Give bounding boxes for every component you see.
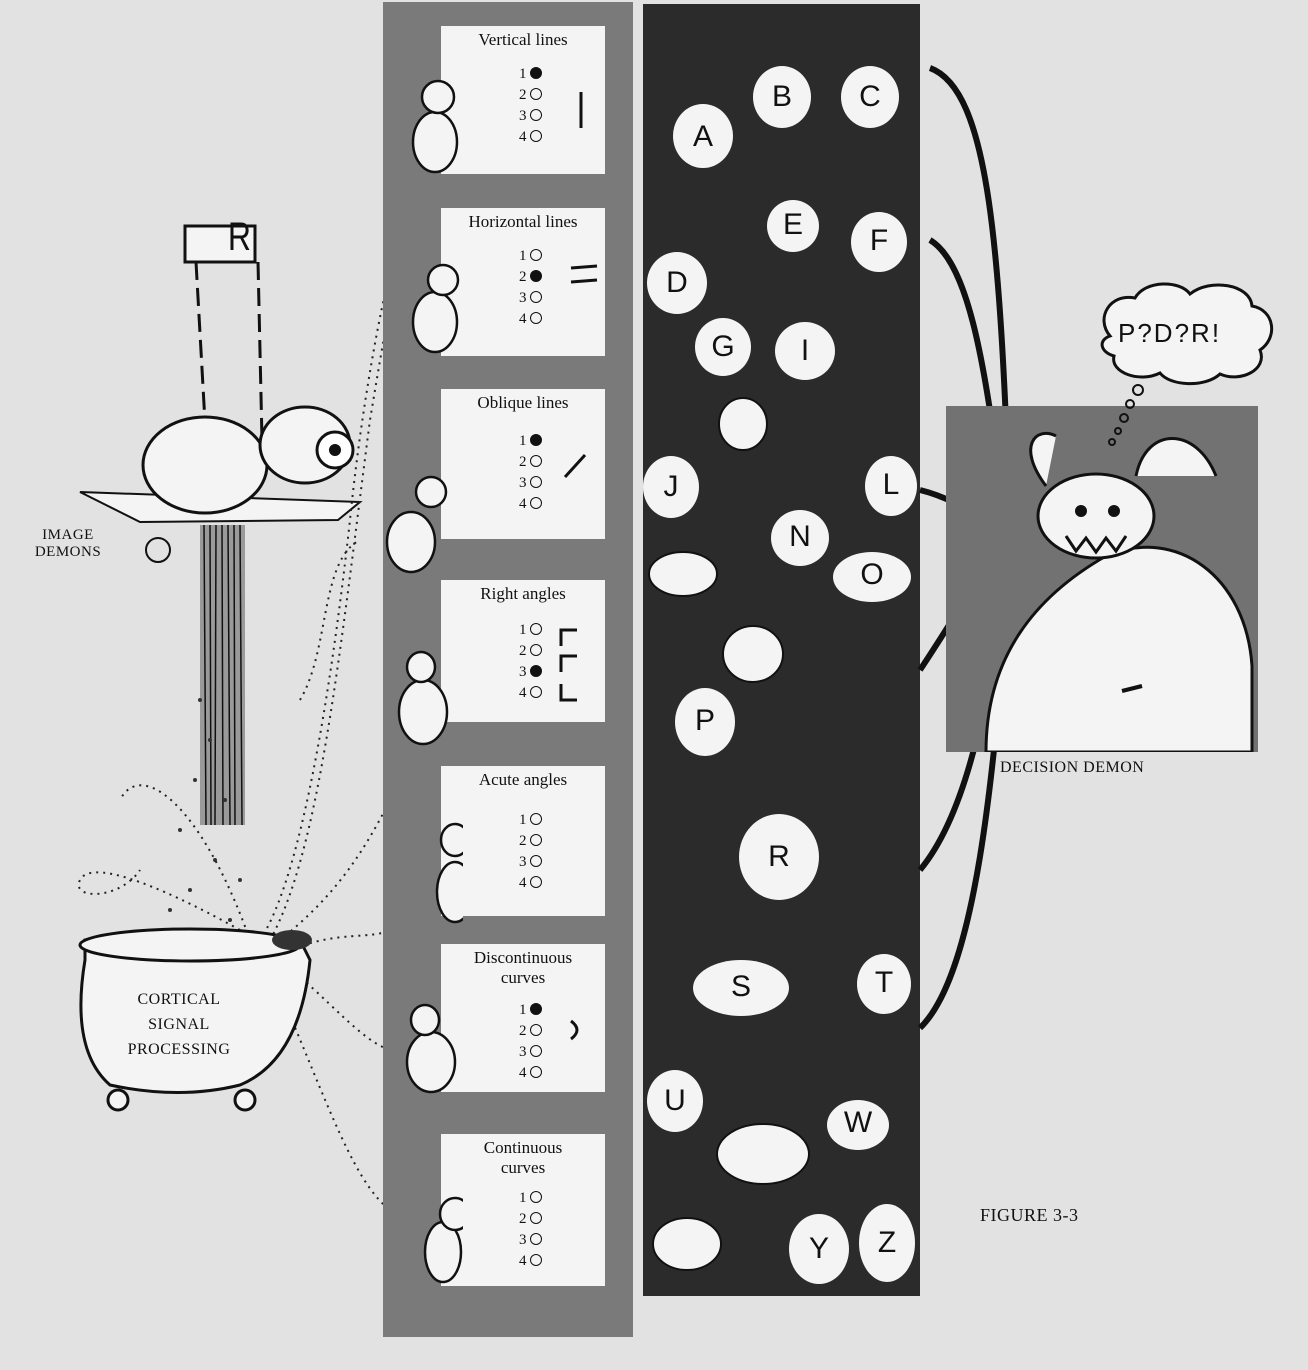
option-dot — [529, 855, 542, 867]
letter-demon-l: L — [865, 456, 917, 516]
option-dot — [529, 130, 542, 142]
feature-options: 1 2 3 4 — [519, 431, 542, 515]
option-dot — [529, 291, 542, 303]
option-dot — [529, 644, 542, 656]
option-dot — [529, 1066, 542, 1078]
feature-title: Acute angles — [478, 770, 568, 789]
feature-title: Vertical lines — [478, 30, 568, 49]
decision-demon-panel — [946, 406, 1258, 752]
option-dot — [529, 834, 542, 846]
option-dot — [529, 1254, 542, 1266]
figure-caption: FIGURE 3-3 — [980, 1205, 1079, 1225]
option-dot — [529, 1212, 542, 1224]
option-dot-filled — [529, 67, 542, 79]
option-dot — [529, 312, 542, 324]
option-dot — [529, 1191, 542, 1203]
option-dot — [529, 455, 542, 467]
option-dot-filled — [529, 434, 542, 446]
feature-title: Discontinuous curves — [473, 948, 573, 987]
cognitive-demons-column: A B C D E F G I J L N O P R S T U W Y Z — [643, 4, 920, 1296]
feature-demons-column: Vertical lines 1 2 3 4 Horizontal lines … — [383, 2, 633, 1337]
feature-title: Continuous curves — [483, 1138, 563, 1177]
option-dot — [529, 1233, 542, 1245]
feature-options: 1 2 3 4 — [519, 1000, 542, 1084]
option-dot — [529, 476, 542, 488]
cortical-signal-processing-label: CORTICAL SIGNAL PROCESSING — [127, 991, 231, 1058]
letter-demon-y: Y — [789, 1214, 849, 1284]
decision-speech-text: P?D?R! — [1118, 318, 1222, 348]
decision-demon-figure — [984, 431, 1254, 752]
letter-demon-a: A — [673, 104, 733, 168]
letter-demon-z: Z — [859, 1204, 915, 1282]
feature-options: 1 2 3 4 — [519, 810, 542, 894]
image-demons-label: IMAGE DEMONS — [34, 527, 102, 560]
feature-card-acute-angles: Acute angles 1 2 3 4 — [441, 766, 605, 916]
feature-title: Oblique lines — [477, 393, 569, 412]
feature-card-vertical-lines: Vertical lines 1 2 3 4 — [441, 26, 605, 174]
letter-demon-o: O — [833, 552, 911, 602]
letter-demon-b: B — [753, 66, 811, 128]
option-dot — [529, 876, 542, 888]
thought-bubble — [1100, 282, 1274, 446]
feature-card-discontinuous-curves: Discontinuous curves 1 2 3 4 — [441, 944, 605, 1092]
letter-demon-d: D — [647, 252, 707, 314]
feature-options: 1 2 3 4 — [519, 1188, 542, 1272]
option-dot — [529, 686, 542, 698]
right-angle-glyphs — [559, 628, 577, 702]
feature-card-right-angles: Right angles 1 2 3 4 — [441, 580, 605, 722]
option-dot-filled — [529, 665, 542, 677]
option-dot — [529, 1024, 542, 1036]
option-dot — [529, 1045, 542, 1057]
feature-title: Horizontal lines — [468, 212, 578, 231]
option-dot — [529, 623, 542, 635]
letter-demon-g: G — [695, 318, 751, 376]
feature-options: 1 2 3 4 — [519, 64, 542, 148]
horizontal-lines-glyph — [570, 264, 598, 284]
input-letter: R — [227, 215, 252, 259]
feature-title: Right angles — [480, 584, 566, 603]
letter-demon-r: R — [739, 814, 819, 900]
discontinuous-curve-glyph — [570, 1019, 579, 1041]
feature-options: 1 2 3 4 — [519, 246, 542, 330]
option-dot — [529, 88, 542, 100]
letter-demon-f: F — [851, 212, 907, 272]
decision-demon-label: DECISION DEMON — [1000, 759, 1145, 776]
letter-demon-t: T — [857, 954, 911, 1014]
feature-card-horizontal-lines: Horizontal lines 1 2 3 4 — [441, 208, 605, 356]
option-dot — [529, 109, 542, 121]
letter-demon-c: C — [841, 66, 899, 128]
feature-card-oblique-lines: Oblique lines 1 2 3 4 — [441, 389, 605, 539]
image-demon-illustration — [77, 224, 400, 1211]
letter-demon-u: U — [647, 1070, 703, 1132]
option-dot — [529, 497, 542, 509]
letter-demon-n: N — [771, 510, 829, 566]
option-dot — [529, 249, 542, 261]
letter-demon-j: J — [643, 456, 699, 518]
letter-demon-e: E — [767, 200, 819, 252]
letter-demon-p: P — [675, 688, 735, 756]
feature-options: 1 2 3 4 — [519, 620, 542, 704]
option-dot — [529, 813, 542, 825]
option-dot-filled — [529, 1003, 542, 1015]
feature-card-continuous-curves: Continuous curves 1 2 3 4 — [441, 1134, 605, 1286]
oblique-line-glyph — [563, 453, 587, 479]
letter-demon-i: I — [775, 322, 835, 380]
option-dot-filled — [529, 270, 542, 282]
other-demon-figures — [648, 397, 810, 1271]
letter-demon-w: W — [827, 1100, 889, 1150]
feature-demon-figures — [385, 79, 463, 1284]
letter-demon-s: S — [693, 960, 789, 1016]
vertical-line-glyph — [579, 92, 583, 128]
